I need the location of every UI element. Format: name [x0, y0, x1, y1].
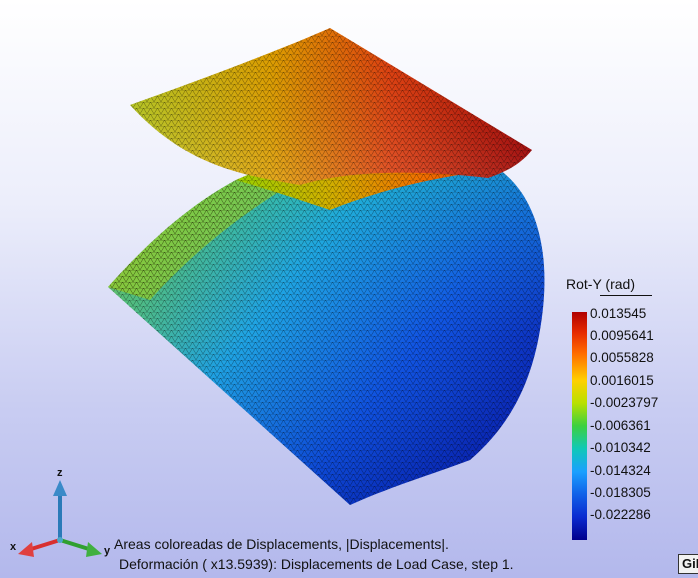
- axis-triad: z x y: [10, 467, 111, 557]
- axis-label-y: y: [104, 545, 111, 557]
- legend-tick-4: -0.0023797: [590, 395, 659, 410]
- axis-label-z: z: [57, 467, 63, 479]
- legend-tick-0: 0.013545: [590, 306, 647, 321]
- legend-tick-9: -0.022286: [590, 507, 651, 522]
- color-scale-bar: [572, 312, 587, 540]
- legend-tick-2: 0.0055828: [590, 350, 654, 365]
- legend-title-underline: [600, 295, 652, 296]
- axis-label-x: x: [10, 541, 17, 553]
- legend-tick-3: 0.0016015: [590, 373, 654, 388]
- legend-tick-8: -0.018305: [590, 485, 651, 500]
- gid-logo: GiD: [678, 554, 698, 574]
- legend-tick-7: -0.014324: [590, 463, 651, 478]
- legend-tick-5: -0.006361: [590, 418, 651, 433]
- legend-tick-6: -0.010342: [590, 440, 651, 455]
- result-caption-line-2: Deformación ( x13.5939): Displacements d…: [119, 556, 514, 572]
- result-caption-line-1: Areas coloreadas de Displacements, |Disp…: [114, 536, 449, 552]
- legend-title: Rot-Y (rad): [566, 276, 635, 292]
- legend-tick-1: 0.0095641: [590, 328, 654, 343]
